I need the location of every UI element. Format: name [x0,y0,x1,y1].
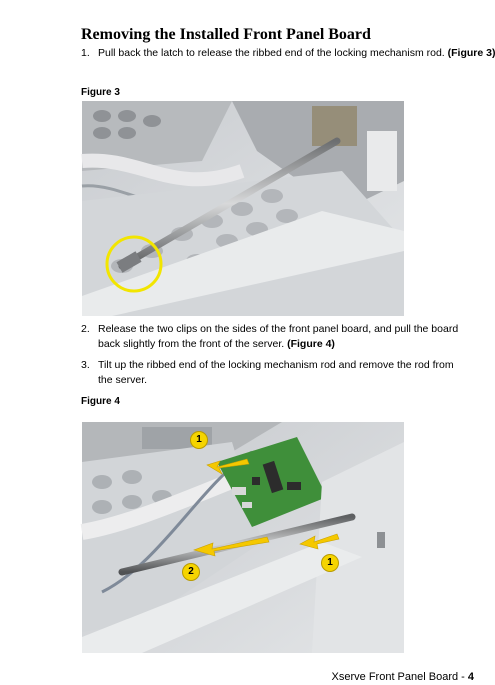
step-body: Tilt up the ribbed end of the locking me… [98,359,454,386]
step-1: 1. Pull back the latch to release the ri… [81,46,495,61]
figure-3-label: Figure 3 [81,87,120,98]
step-body: Release the two clips on the sides of th… [98,323,459,350]
step-number: 1. [81,47,90,59]
figure-4-label: Figure 4 [81,396,120,407]
step-2: 2. Release the two clips on the sides of… [81,322,466,352]
callout-1-bottom: 1 [321,554,339,572]
step-text: Tilt up the ribbed end of the locking me… [98,358,466,388]
figure-4-photo: 1 1 2 [80,422,404,653]
page-footer: Xserve Front Panel Board - 4 [332,671,474,683]
callout-1-top: 1 [190,431,208,449]
figure-3-photo [81,101,404,316]
step-text: Pull back the latch to release the ribbe… [98,46,495,61]
figure-reference: (Figure 3) [447,47,495,59]
callout-2: 2 [182,563,200,581]
step-3: 3. Tilt up the ribbed end of the locking… [81,358,466,388]
step-number: 2. [81,323,90,335]
highlight-circle [105,235,163,293]
page-title: Removing the Installed Front Panel Board [81,26,371,43]
step-body: Pull back the latch to release the ribbe… [98,47,445,59]
step-text: Release the two clips on the sides of th… [98,322,466,352]
footer-title: Xserve Front Panel Board - [331,671,468,683]
figure-reference: (Figure 4) [287,338,335,350]
step-number: 3. [81,359,90,371]
page-number: 4 [467,671,474,683]
